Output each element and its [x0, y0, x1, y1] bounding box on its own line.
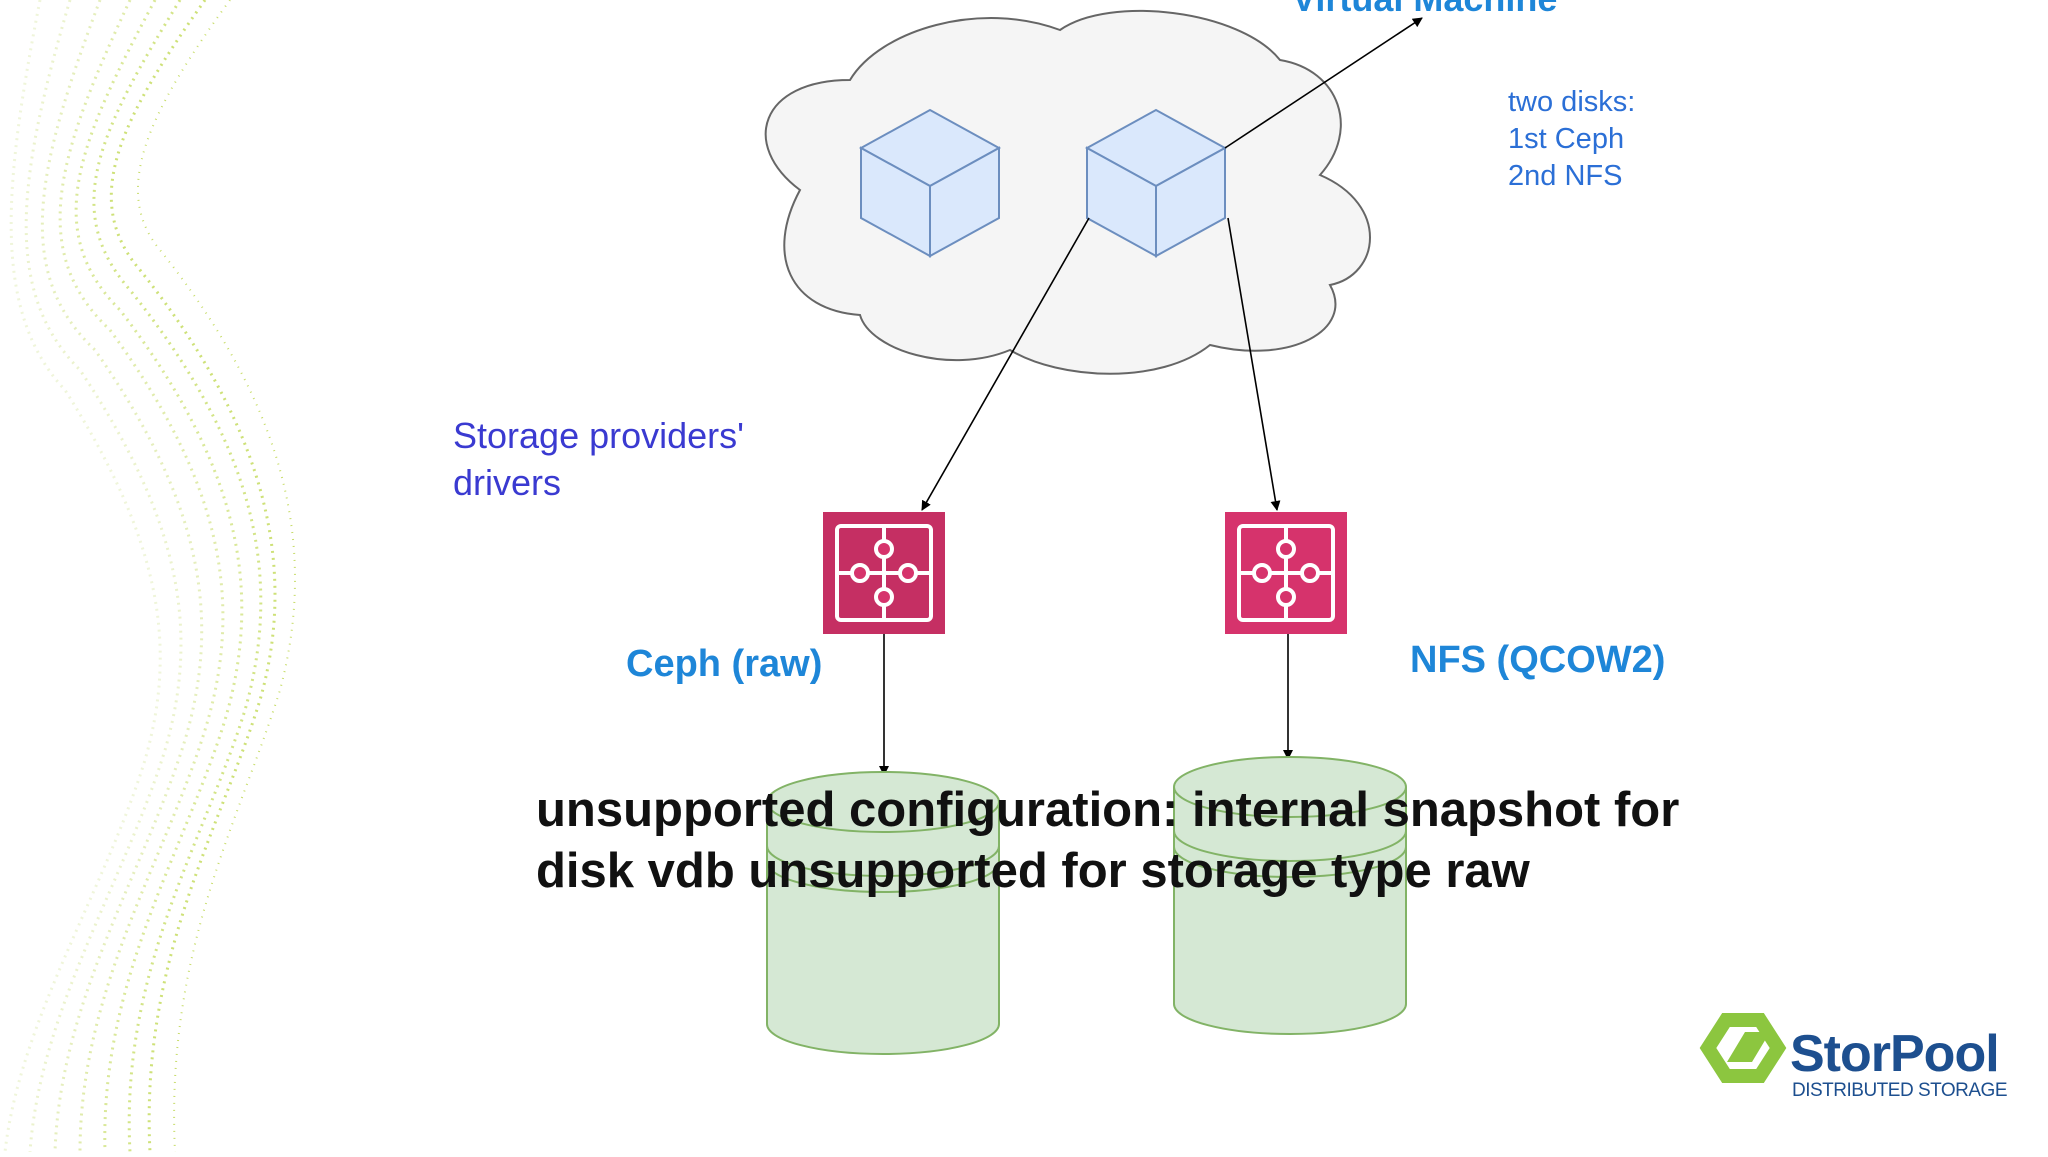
cloud-icon [764, 9, 1371, 375]
disks-note-line: two disks: [1508, 86, 1636, 118]
vm-label: Virtual Machine [1292, 0, 1557, 20]
arrow-vm-to-nfs-driver [1227, 217, 1281, 511]
storpool-logo-icon [1699, 1013, 1787, 1083]
vm-label-arrow [1224, 17, 1423, 149]
puzzle-plugin-icon[interactable] [823, 512, 945, 634]
arrow-vm-to-ceph-driver [921, 217, 1090, 511]
decorative-wave [3, 0, 296, 1153]
drivers-label: Storage providers' drivers [453, 412, 744, 506]
disks-note: two disks: 1st Ceph 2nd NFS [1508, 84, 1635, 195]
disks-note-line: 1st Ceph [1508, 123, 1625, 155]
ceph-label: Ceph (raw) [626, 643, 823, 685]
puzzle-plugin-icon[interactable] [1225, 512, 1347, 634]
drivers-label-line: drivers [453, 462, 562, 503]
vm-cube-icon[interactable] [1084, 108, 1228, 258]
brand-tagline: DISTRIBUTED STORAGE [1792, 1080, 2008, 1101]
nfs-label: NFS (QCOW2) [1410, 639, 1666, 681]
storage-cylinder-icon[interactable] [766, 771, 1000, 1055]
drivers-label-line: Storage providers' [453, 415, 745, 456]
error-message: unsupported configuration: internal snap… [536, 780, 1679, 902]
vm-cube-icon [858, 108, 1002, 258]
storage-cylinder-icon[interactable] [1173, 756, 1407, 1035]
error-message-line: disk vdb unsupported for storage type ra… [536, 844, 1530, 898]
error-message-line: unsupported configuration: internal snap… [536, 783, 1680, 837]
disks-note-line: 2nd NFS [1508, 160, 1623, 192]
brand-name: StorPool [1790, 1025, 2000, 1083]
